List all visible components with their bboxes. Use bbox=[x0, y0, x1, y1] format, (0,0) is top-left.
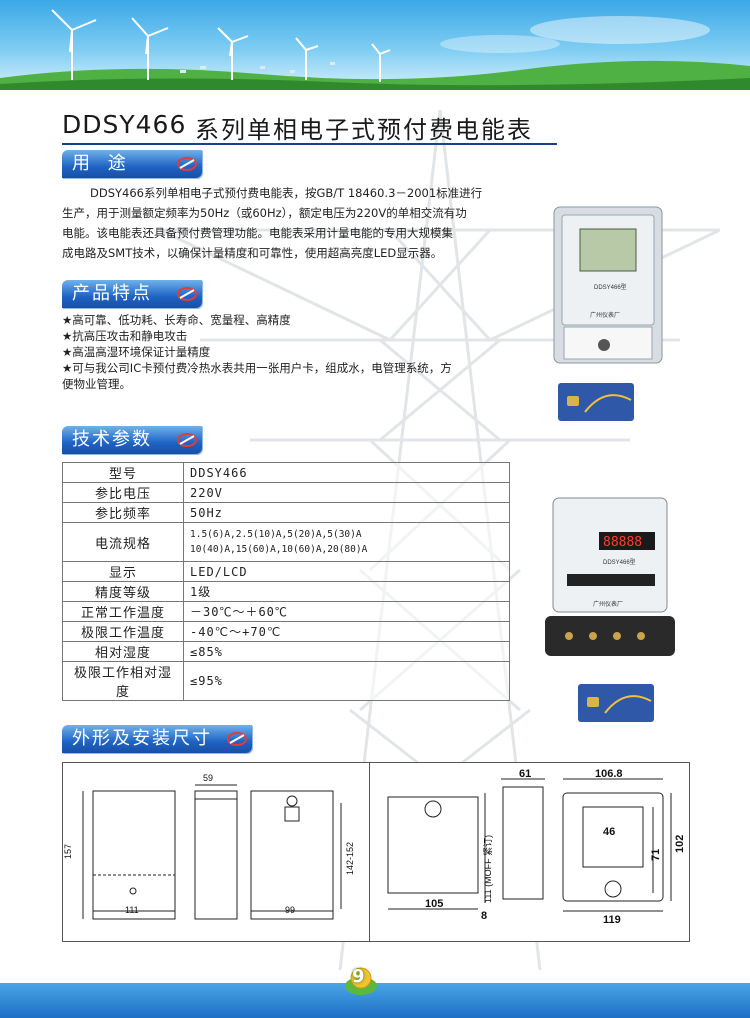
dim-157: 157 bbox=[63, 844, 73, 859]
features-list: ★高可靠、低功耗、长寿命、宽量程、高精度 ★抗高压攻击和静电攻击 ★高温高湿环境… bbox=[62, 312, 492, 392]
meter1-model-label: DDSY466型 bbox=[594, 283, 627, 291]
section-specs-text: 技术参数 bbox=[72, 429, 152, 450]
dim-142-152: 142-152 bbox=[345, 842, 355, 875]
spec-value: LED/LCD bbox=[183, 561, 510, 582]
spec-key: 正常工作温度 bbox=[62, 601, 184, 622]
dim-99: 99 bbox=[285, 905, 295, 915]
page-badge-icon bbox=[345, 967, 377, 995]
table-row: 极限工作相对湿度≤95% bbox=[62, 661, 510, 701]
table-row: 电流规格 1.5(6)A,2.5(10)A,5(20)A,5(30)A 10(4… bbox=[62, 522, 510, 562]
dim-105: 105 bbox=[425, 898, 443, 910]
dim-111-tight: 111 (MOFF 紧订) bbox=[483, 835, 493, 903]
dim-119: 119 bbox=[603, 914, 621, 926]
feature-item: ★可与我公司IC卡预付费冷热水表共用一张用户卡，组成水，电管理系统，方 bbox=[62, 361, 452, 375]
spec-value: DDSY466 bbox=[183, 462, 510, 483]
section-usage-label: 用 途 bbox=[62, 150, 202, 178]
meter-lcd-photo: DDSY466型 广州仪表厂 bbox=[553, 206, 663, 364]
spec-key: 显示 bbox=[62, 561, 184, 582]
title-underline bbox=[62, 143, 557, 145]
title-model: DDSY466 bbox=[62, 110, 187, 139]
section-features-text: 产品特点 bbox=[72, 283, 152, 304]
drawing-divider bbox=[369, 763, 370, 941]
meter2-model-label: DDSY466型 bbox=[603, 558, 636, 566]
brand-logo-icon bbox=[177, 433, 197, 447]
section-features-label: 产品特点 bbox=[62, 280, 202, 308]
spec-value: ≤85% bbox=[183, 641, 510, 662]
spec-key: 极限工作相对湿度 bbox=[62, 661, 184, 701]
dim-71: 71 bbox=[650, 849, 662, 861]
usage-line: DDSY466系列单相电子式预付费电能表，按GB/T 18460.3－2001标… bbox=[90, 186, 483, 200]
spec-value-line: 1.5(6)A,2.5(10)A,5(20)A,5(30)A bbox=[190, 529, 362, 540]
page-title: DDSY466 系列单相电子式预付费电能表 bbox=[62, 110, 552, 144]
spec-key: 相对湿度 bbox=[62, 641, 184, 662]
spec-key: 参比频率 bbox=[62, 502, 184, 523]
section-dims-text: 外形及安装尺寸 bbox=[72, 728, 212, 749]
spec-value-line: 10(40)A,15(60)A,10(60)A,20(80)A bbox=[190, 544, 368, 555]
spec-value: 50Hz bbox=[183, 502, 510, 523]
wind-turbine-illustration bbox=[0, 9, 750, 90]
dim-61: 61 bbox=[519, 768, 531, 780]
meter-led-photo: 88888 DDSY466型 广州仪表厂 bbox=[545, 497, 675, 656]
usage-paragraph: DDSY466系列单相电子式预付费电能表，按GB/T 18460.3－2001标… bbox=[62, 183, 492, 263]
spec-value: 1.5(6)A,2.5(10)A,5(20)A,5(30)A 10(40)A,1… bbox=[183, 522, 510, 562]
header-banner bbox=[0, 0, 750, 90]
ic-card-2 bbox=[578, 684, 654, 722]
spec-value: －30℃～＋60℃ bbox=[183, 601, 510, 622]
feature-item: ★高可靠、低功耗、长寿命、宽量程、高精度 bbox=[62, 313, 291, 327]
usage-line: 电能。该电能表还具备预付费管理功能。电能表采用计量电能的专用大规模集 bbox=[62, 226, 453, 240]
dim-111: 111 bbox=[125, 905, 139, 915]
dim-1068: 106.8 bbox=[595, 768, 623, 780]
spec-value: ≤95% bbox=[183, 661, 510, 701]
spec-key: 精度等级 bbox=[62, 581, 184, 602]
spec-key: 极限工作温度 bbox=[62, 621, 184, 642]
table-row: 正常工作温度－30℃～＋60℃ bbox=[62, 601, 510, 622]
table-row: 相对湿度≤85% bbox=[62, 641, 510, 662]
page-number: 9 bbox=[352, 966, 365, 987]
brand-logo-icon bbox=[227, 732, 247, 746]
dim-8: 8 bbox=[481, 910, 487, 922]
section-dims-label: 外形及安装尺寸 bbox=[62, 725, 252, 753]
dim-102: 102 bbox=[674, 835, 686, 853]
usage-line: 成电路及SMT技术，以确保计量精度和可靠性，使用超高亮度LED显示器。 bbox=[62, 246, 443, 260]
dimension-drawings: 59 157 111 142-152 99 61 106.8 102 71 46… bbox=[62, 762, 690, 942]
spec-value: 1级 bbox=[183, 581, 510, 602]
ic-card-1 bbox=[558, 383, 634, 421]
meter2-maker: 广州仪表厂 bbox=[593, 600, 623, 608]
section-specs-label: 技术参数 bbox=[62, 426, 202, 454]
feature-item: ★高温高湿环境保证计量精度 bbox=[62, 345, 211, 359]
dim-46: 46 bbox=[603, 826, 615, 838]
brand-logo-icon bbox=[177, 157, 197, 171]
spec-key: 参比电压 bbox=[62, 482, 184, 503]
dimension-drawing-svg: 59 157 111 142-152 99 61 106.8 102 71 46… bbox=[63, 768, 686, 926]
spec-value: -40℃～+70℃ bbox=[183, 621, 510, 642]
meter1-maker: 广州仪表厂 bbox=[590, 311, 620, 319]
spec-key: 型号 bbox=[62, 462, 184, 483]
spec-key: 电流规格 bbox=[62, 522, 184, 562]
spec-value: 220V bbox=[183, 482, 510, 503]
meter2-display: 88888 bbox=[603, 535, 642, 550]
section-usage-text: 用 途 bbox=[72, 153, 132, 174]
usage-line: 生产，用于测量额定频率为50Hz（或60Hz），额定电压为220V的单相交流有功 bbox=[62, 206, 467, 220]
feature-item: ★抗高压攻击和静电攻击 bbox=[62, 329, 188, 343]
table-row: 极限工作温度-40℃～+70℃ bbox=[62, 621, 510, 642]
feature-item: 便物业管理。 bbox=[62, 377, 131, 391]
title-text: 系列单相电子式预付费电能表 bbox=[195, 116, 533, 144]
dim-59: 59 bbox=[203, 773, 213, 783]
brand-logo-icon bbox=[177, 287, 197, 301]
